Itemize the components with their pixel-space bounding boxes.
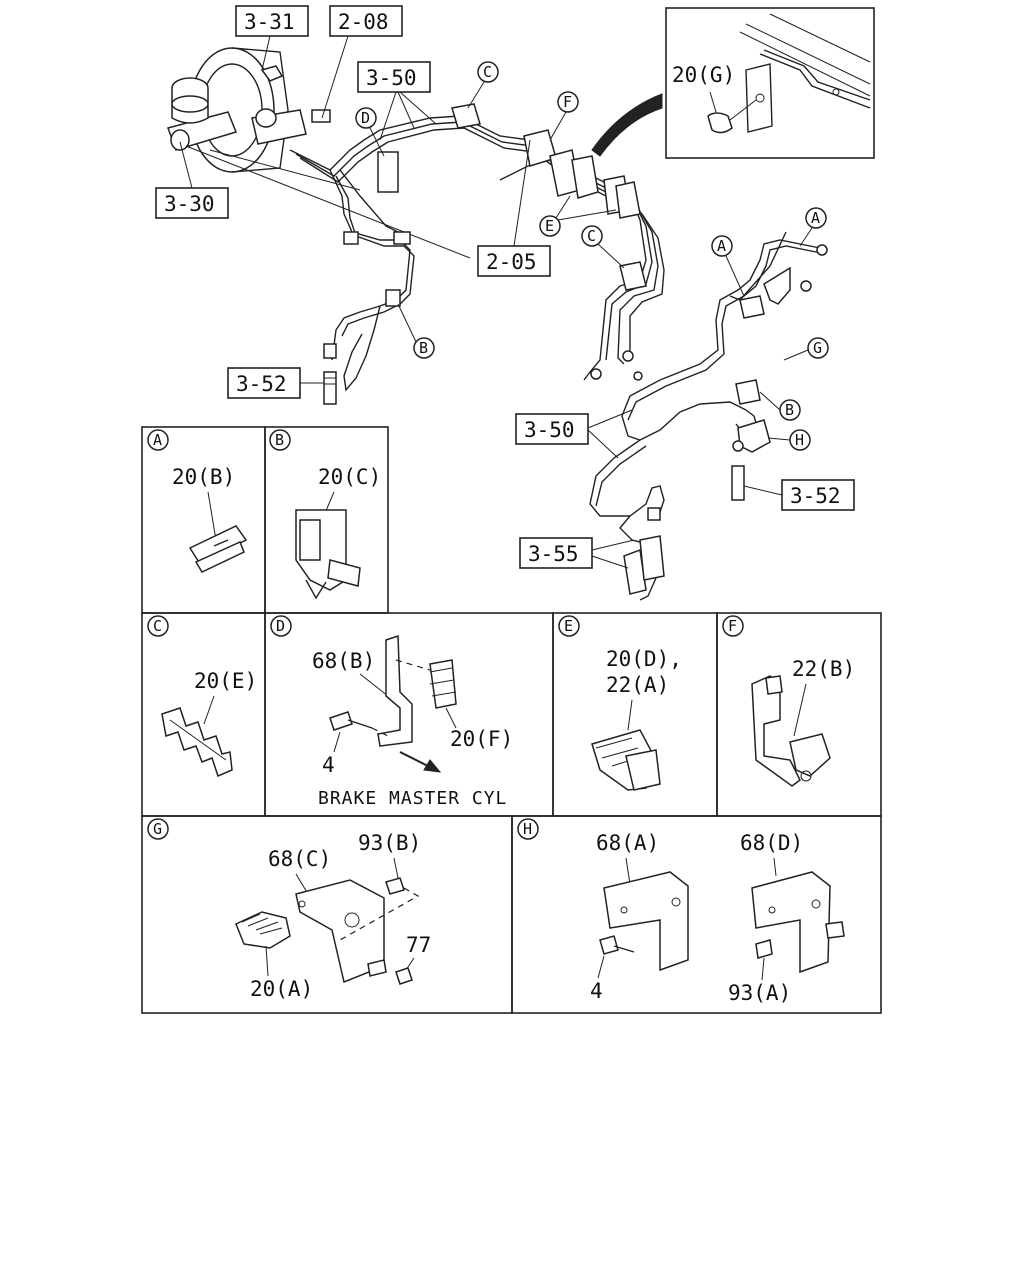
svg-text:A: A (153, 431, 162, 449)
svg-text:A: A (811, 209, 820, 227)
svg-text:F: F (728, 617, 737, 635)
callout-2-05: 2-05 (477, 139, 551, 277)
callout-3-52-right: 3-52 (743, 479, 855, 511)
marker-b-right: B (759, 391, 801, 421)
callout-3-31: 3-31 (235, 5, 309, 71)
marker-a-mid: A (711, 235, 745, 297)
callout-2-08-text: 2-08 (338, 10, 389, 34)
svg-text:H: H (795, 431, 804, 449)
svg-text:D: D (361, 109, 370, 127)
callout-3-50-top: 3-50 (357, 61, 437, 141)
svg-text:E: E (564, 617, 573, 635)
panel-h: H 68(A) 68(D) 4 93(A) (517, 818, 845, 1005)
marker-b-left: B (397, 303, 435, 359)
callout-3-52-right-text: 3-52 (790, 484, 841, 508)
svg-text:H: H (523, 820, 532, 838)
panel-c: C 20(E) (147, 615, 257, 778)
brake-pipes-mid (451, 103, 665, 381)
svg-text:D: D (276, 617, 285, 635)
callout-3-31-text: 3-31 (244, 10, 295, 34)
callout-3-52-left-text: 3-52 (236, 372, 287, 396)
marker-d: D (355, 107, 385, 157)
panel-g-68c-label: 68(C) (268, 847, 331, 871)
panel-g-93b-label: 93(B) (358, 831, 421, 855)
marker-g: G (783, 337, 829, 361)
callout-3-55: 3-55 (519, 537, 635, 569)
brake-pipes-rear (589, 231, 828, 601)
marker-e: E (539, 195, 617, 237)
marker-c-mid: C (581, 225, 625, 269)
panel-h-68a-label: 68(A) (596, 831, 659, 855)
panel-d-20f-label: 20(F) (450, 727, 513, 751)
panel-f: F 22(B) (722, 615, 855, 787)
marker-c-top: C (467, 61, 499, 109)
callout-3-30: 3-30 (155, 141, 229, 219)
panel-a: A 20(B) (147, 429, 248, 573)
panel-e-20d-label: 20(D), (606, 647, 682, 671)
union-left (323, 343, 337, 405)
callout-2-08: 2-08 (321, 5, 403, 119)
centerline (185, 145, 471, 259)
marker-h: H (767, 429, 811, 451)
marker-a-top: A (799, 207, 827, 247)
panel-g: G 68(C) 93(B) 77 20(A) (147, 818, 431, 1001)
main-assembly-drawing (167, 47, 828, 601)
panel-h-bolt-label: 4 (590, 979, 603, 1003)
panel-d-68b-label: 68(B) (312, 649, 375, 673)
svg-text:B: B (785, 401, 794, 419)
callout-3-50-right-text: 3-50 (524, 418, 575, 442)
panel-e-22a-label: 22(A) (606, 673, 669, 697)
panel-b: B 20(C) (269, 429, 381, 600)
callout-3-50-top-text: 3-50 (366, 66, 417, 90)
marker-f: F (549, 91, 579, 141)
svg-text:B: B (275, 431, 284, 449)
panel-h-93a-label: 93(A) (728, 981, 791, 1005)
panel-h-68d-label: 68(D) (740, 831, 803, 855)
panel-d-bolt-label: 4 (322, 753, 335, 777)
callout-3-52-left: 3-52 (227, 367, 324, 399)
panel-d-caption: BRAKE MASTER CYL (318, 788, 507, 809)
svg-text:C: C (587, 227, 596, 245)
callout-3-30-text: 3-30 (164, 192, 215, 216)
svg-text:G: G (813, 339, 822, 357)
panel-a-part-label: 20(B) (172, 465, 235, 489)
inset-pointer (591, 93, 663, 157)
inset-20g: 20(G) (665, 7, 875, 159)
panel-c-part-label: 20(E) (194, 669, 257, 693)
callout-3-50-right: 3-50 (515, 409, 633, 459)
inset-20g-label: 20(G) (672, 63, 735, 87)
callout-2-05-text: 2-05 (486, 250, 537, 274)
brake-pipes-front (289, 115, 535, 392)
panel-g-20a-label: 20(A) (250, 977, 313, 1001)
panel-e: E 20(D), 22(A) (558, 615, 682, 791)
panel-f-part-label: 22(B) (792, 657, 855, 681)
detail-panels-grid (141, 426, 882, 1014)
svg-text:C: C (153, 617, 162, 635)
svg-text:F: F (563, 93, 572, 111)
master-cylinder (167, 77, 331, 151)
svg-text:E: E (545, 217, 554, 235)
brake-booster (189, 47, 289, 173)
svg-text:A: A (717, 237, 726, 255)
callout-3-55-text: 3-55 (528, 542, 579, 566)
centerline-2 (209, 149, 361, 191)
panel-g-77-label: 77 (406, 933, 431, 957)
svg-text:G: G (153, 820, 162, 838)
svg-text:B: B (419, 339, 428, 357)
panel-d: D 68(B) 20(F) 4 BRAKE MASTER CYL (270, 615, 513, 809)
svg-text:C: C (483, 63, 492, 81)
panel-b-part-label: 20(C) (318, 465, 381, 489)
